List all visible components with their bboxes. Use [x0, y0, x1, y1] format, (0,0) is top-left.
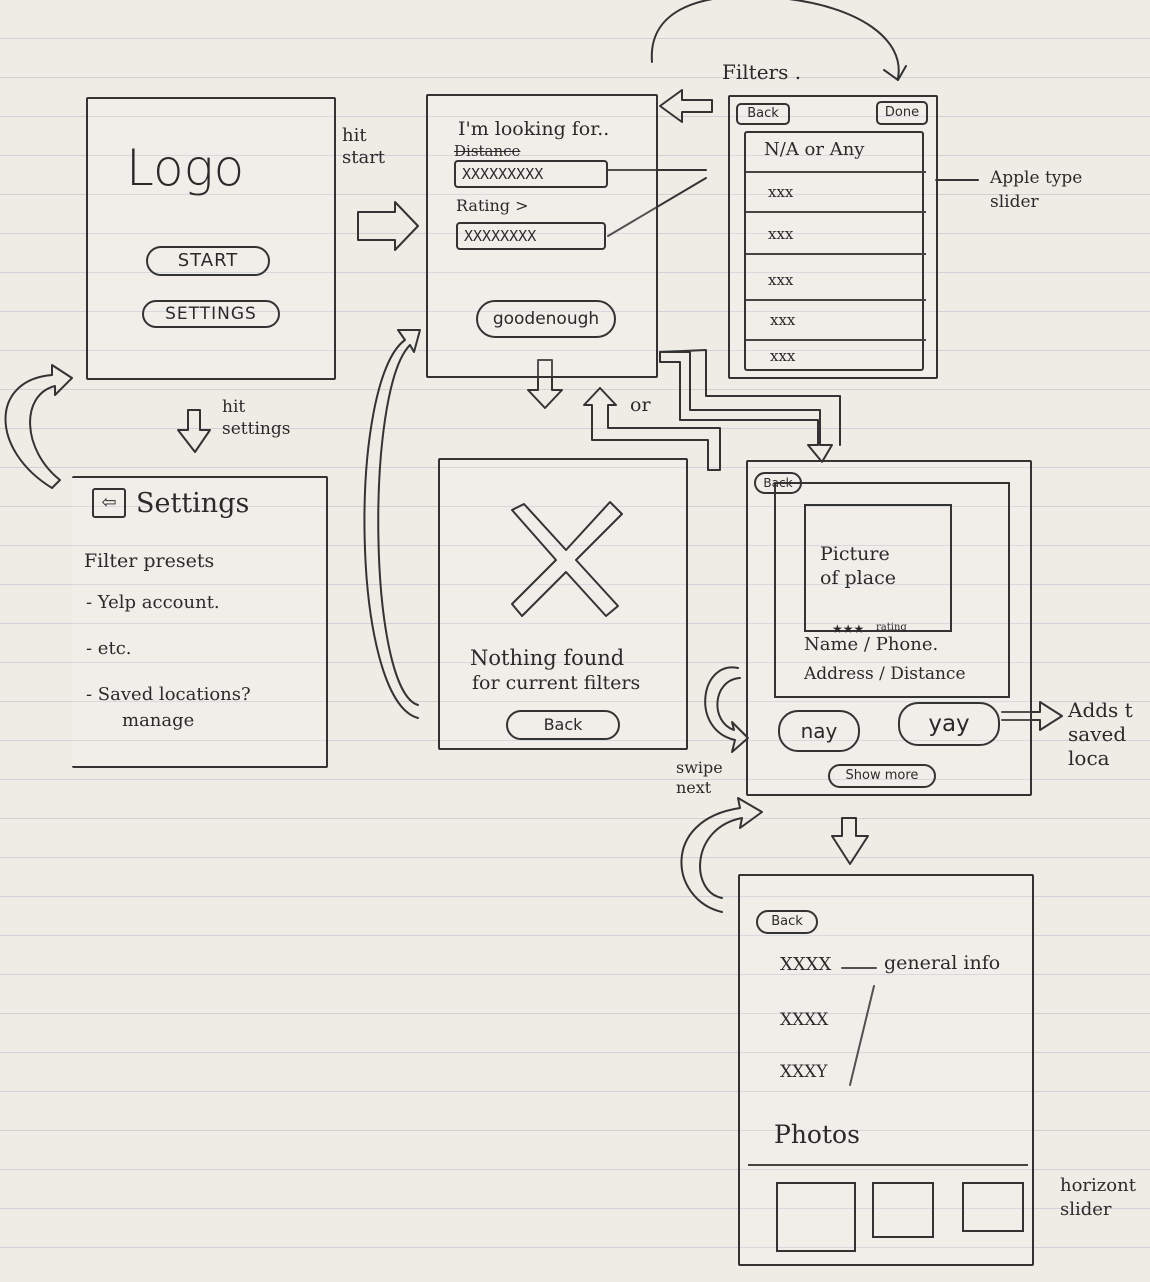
arrow-loop-to-filters	[650, 0, 900, 79]
arrow-search-to-result	[659, 351, 833, 463]
result-screen: Back Picture of place ★★★ rating Name / …	[746, 460, 1032, 796]
info-line: XXXX	[780, 954, 832, 975]
photos-divider	[748, 1164, 1028, 1166]
arrow-settings-to-home	[4, 364, 73, 489]
x-mark-icon	[511, 501, 623, 617]
settings-item-manage: manage	[122, 710, 195, 731]
settings-button[interactable]: SETTINGS	[142, 300, 280, 328]
adds-to-saved-note: Adds t saved loca	[1068, 698, 1133, 770]
picture-label: Picture of place	[820, 543, 896, 589]
yay-button[interactable]: yay	[898, 702, 1000, 746]
swipe-next-note: swipe next	[676, 758, 723, 797]
general-info-label: general info	[884, 952, 1001, 974]
nothing-found-line2: for current filters	[472, 672, 641, 694]
settings-item[interactable]: - Yelp account.	[86, 592, 220, 613]
arrow-home-to-settings	[177, 409, 211, 453]
no-results-screen: Nothing found for current filters Back	[438, 458, 688, 750]
apple-slider-note: Apple type slider	[990, 168, 1083, 212]
logo: Logo	[126, 139, 245, 197]
settings-item[interactable]: Filter presets	[84, 550, 215, 572]
arrow-search-down	[527, 359, 563, 409]
arrow-noresults-to-search	[363, 329, 421, 719]
search-heading: I'm looking for..	[458, 118, 610, 140]
nothing-found-line1: Nothing found	[470, 646, 625, 670]
no-results-back-button[interactable]: Back	[506, 710, 620, 740]
photo-thumbnail[interactable]	[776, 1182, 856, 1252]
filters-screen: Back Done N/A or Any xxx xxx xxx xxx xxx	[728, 95, 938, 379]
settings-title: Settings	[136, 488, 250, 519]
good-enough-button[interactable]: goodenough	[476, 300, 616, 338]
search-screen: I'm looking for.. Distance XXXXXXXXX Rat…	[426, 94, 658, 378]
filter-row[interactable]: N/A or Any	[764, 139, 865, 160]
photo-thumbnail[interactable]	[872, 1182, 934, 1238]
rating-field[interactable]: XXXXXXXX	[456, 222, 606, 250]
filter-row[interactable]: xxx	[768, 183, 794, 201]
details-back-button[interactable]: Back	[756, 910, 818, 934]
home-screen: Logo START SETTINGS	[86, 97, 336, 380]
filter-row[interactable]: xxx	[768, 225, 794, 243]
rating-label: rating	[876, 622, 907, 633]
arrow-swipe-next	[704, 666, 749, 753]
or-note: or	[630, 394, 651, 416]
address-distance: Address / Distance	[804, 664, 966, 684]
filters-done-button[interactable]: Done	[876, 101, 928, 125]
arrow-home-to-search	[357, 201, 419, 251]
arrow-filters-to-search	[659, 89, 713, 123]
show-more-button[interactable]: Show more	[828, 764, 936, 788]
info-line: XXXY	[780, 1062, 828, 1082]
photos-label: Photos	[774, 1120, 860, 1149]
start-button[interactable]: START	[146, 246, 270, 276]
distance-label: Distance	[454, 142, 521, 160]
photo-thumbnail[interactable]	[962, 1182, 1024, 1232]
arrow-result-down	[831, 817, 869, 865]
arrow-noresults-up	[583, 387, 721, 471]
filters-label: Filters .	[722, 60, 802, 84]
name-phone: Name / Phone.	[804, 634, 939, 655]
settings-item[interactable]: - etc.	[86, 638, 132, 659]
settings-screen: ⇦ Settings Filter presets - Yelp account…	[72, 476, 328, 768]
place-card: Picture of place ★★★ rating Name / Phone…	[774, 482, 1010, 698]
horizontal-slider-note: horizont slider	[1060, 1175, 1136, 1220]
rating-stars: ★★★	[832, 622, 865, 636]
info-line: XXXX	[780, 1010, 829, 1030]
filter-row[interactable]: xxx	[770, 347, 796, 365]
arrow-yay-to-saved	[1001, 701, 1063, 731]
place-picture: Picture of place	[804, 504, 952, 632]
settings-item[interactable]: - Saved locations?	[86, 684, 251, 705]
filter-slider[interactable]: N/A or Any xxx xxx xxx xxx xxx	[744, 131, 926, 371]
rating-label: Rating >	[456, 196, 529, 215]
hit-settings-note: hit settings	[222, 397, 291, 439]
distance-field[interactable]: XXXXXXXXX	[454, 160, 608, 188]
details-screen: Back XXXX general info XXXX XXXY Photos	[738, 874, 1034, 1266]
arrow-details-to-result	[680, 797, 763, 913]
filter-row[interactable]: xxx	[770, 311, 796, 329]
nay-button[interactable]: nay	[778, 710, 860, 752]
settings-back-icon[interactable]: ⇦	[92, 488, 126, 518]
filters-back-button[interactable]: Back	[736, 103, 790, 125]
hit-start-note: hit start	[342, 125, 386, 168]
filter-row[interactable]: xxx	[768, 271, 794, 289]
